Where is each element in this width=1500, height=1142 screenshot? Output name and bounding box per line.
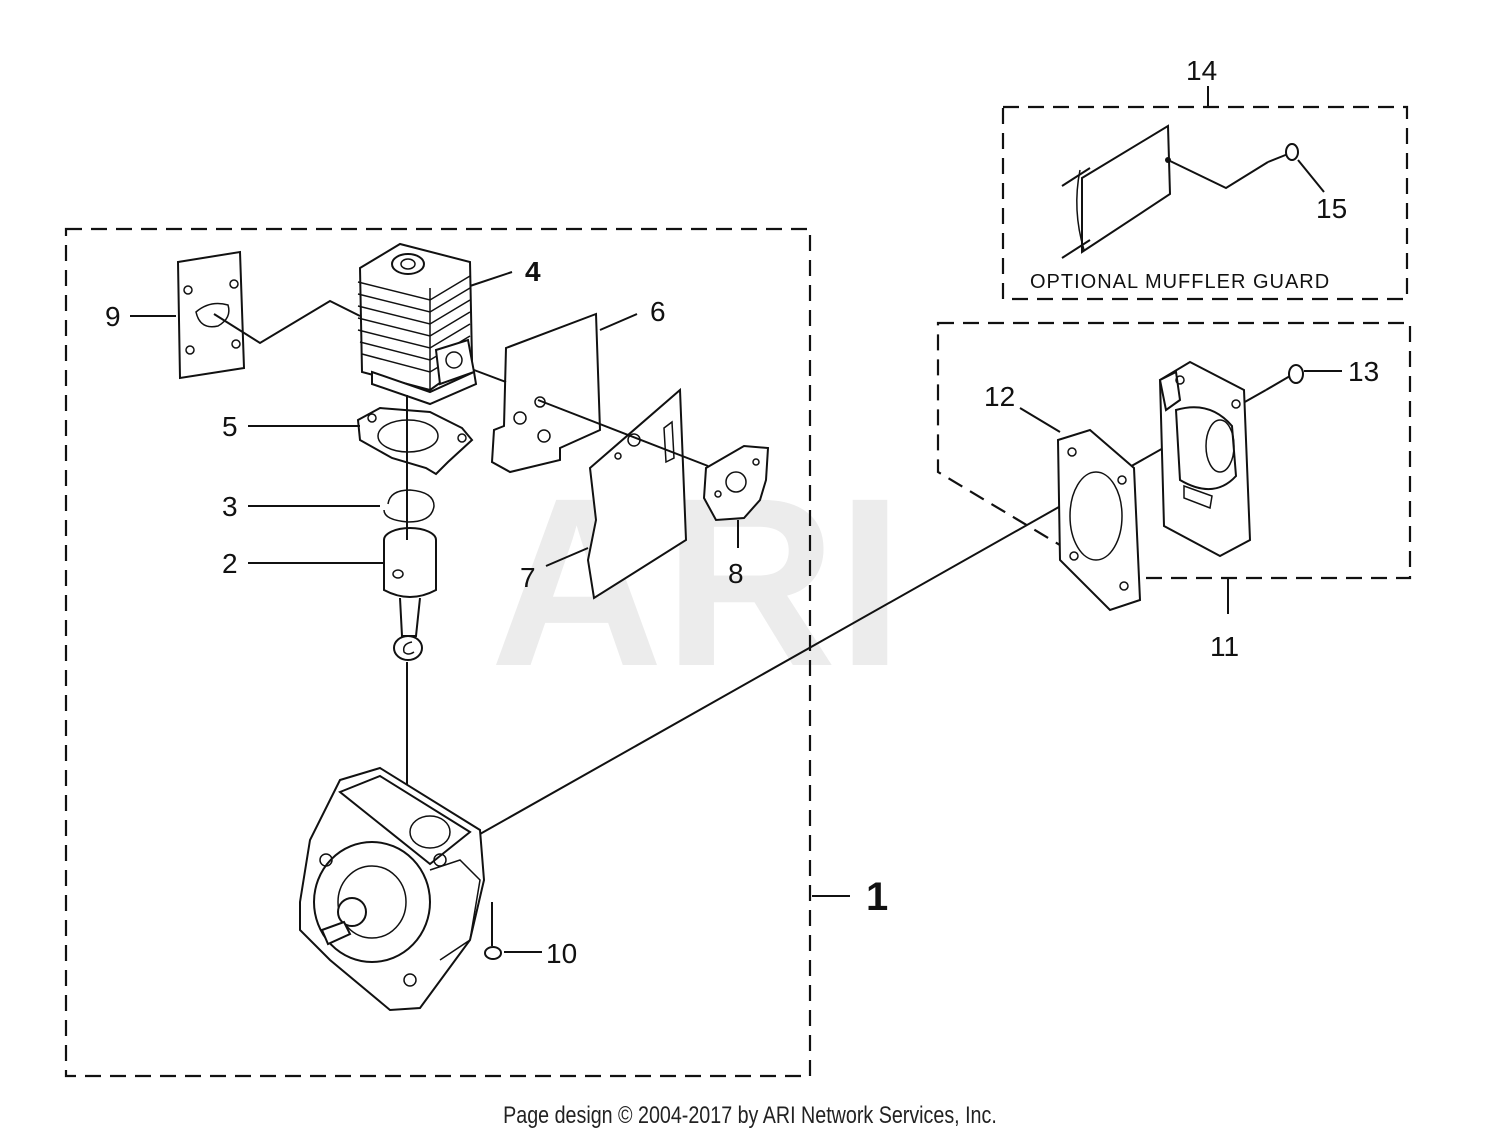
screw-part-15 xyxy=(1267,143,1299,163)
callout-13: 13 xyxy=(1348,356,1379,387)
callout-14: 14 xyxy=(1186,55,1217,86)
callout-15: 15 xyxy=(1316,193,1347,224)
callout-8: 8 xyxy=(728,558,744,589)
callout-12: 12 xyxy=(984,381,1015,412)
callout-4: 4 xyxy=(525,256,541,287)
callout-2: 2 xyxy=(222,548,238,579)
callout-6: 6 xyxy=(650,296,666,327)
piston-part-2 xyxy=(383,527,437,661)
callout-11: 11 xyxy=(1210,631,1239,662)
screw-part-10 xyxy=(484,902,502,960)
screw-part-13 xyxy=(1265,364,1304,391)
base-gasket-part-5 xyxy=(356,406,474,476)
cylinder-part-4 xyxy=(357,242,478,406)
carburetor-gasket-part-8 xyxy=(702,444,770,522)
callout-1: 1 xyxy=(866,875,888,919)
muffler-body xyxy=(1158,360,1252,558)
intake-gasket-part-6 xyxy=(490,312,602,474)
callout-10: 10 xyxy=(546,938,577,969)
exhaust-gasket-part-9 xyxy=(176,250,246,380)
muffler-gasket-part-12 xyxy=(1056,428,1142,612)
callout-7: 7 xyxy=(520,562,536,593)
callout-3: 3 xyxy=(222,491,238,522)
watermark-text: ARI xyxy=(490,448,903,716)
muffler-group-box xyxy=(936,321,1412,580)
muffler-guard-part-14 xyxy=(1061,124,1172,259)
copyright-footer: Page design © 2004-2017 by ARI Network S… xyxy=(503,1102,997,1129)
piston-ring-part-3 xyxy=(383,489,435,523)
callout-5: 5 xyxy=(222,411,238,442)
heat-shield-plate-part-7 xyxy=(586,387,688,600)
muffler-guard-label: OPTIONAL MUFFLER GUARD xyxy=(1030,271,1330,293)
crankcase xyxy=(299,766,486,1012)
engine-assembly-group-box xyxy=(64,227,812,1078)
muffler-guard-group-box xyxy=(1001,105,1409,301)
callout-9: 9 xyxy=(105,301,121,332)
